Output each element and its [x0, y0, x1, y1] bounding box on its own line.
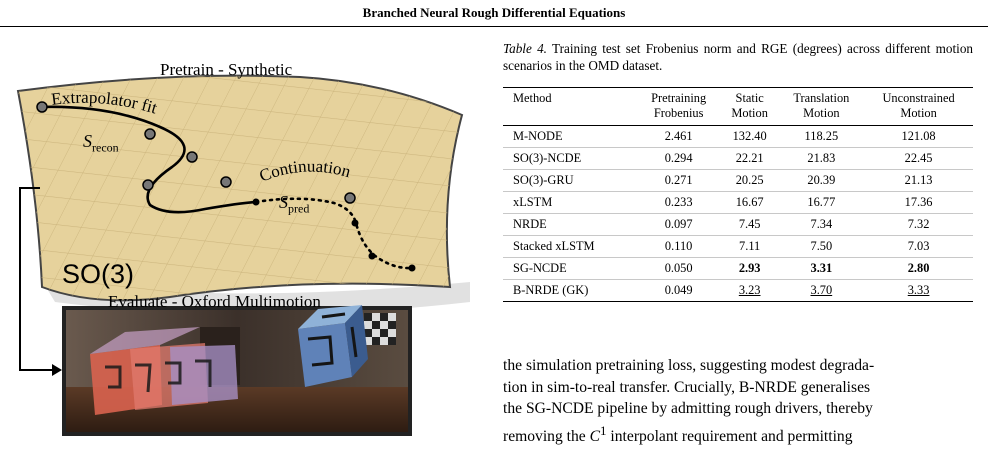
waypoint-marker [344, 192, 356, 204]
body-line: removing the C1 interpolant requirement … [503, 422, 853, 445]
oxford-multimotion-photo [62, 305, 412, 436]
table-caption: Table 4. Training test set Frobenius nor… [503, 40, 973, 74]
table-caption-text: Training test set Frobenius norm and RGE… [503, 41, 974, 73]
header-method: Method [503, 87, 637, 126]
so3-label: SO(3) [62, 259, 135, 289]
table-label: Table 4. [503, 41, 547, 56]
table-row: SG-NCDE 0.050 2.93 3.31 2.80 [503, 257, 973, 280]
s-pred-label: Spred [279, 192, 309, 217]
s-recon-symbol: S [83, 131, 92, 151]
running-header: Branched Neural Rough Differential Equat… [0, 0, 988, 27]
evaluate-title: Evaluate - Oxford Multimotion [108, 292, 321, 311]
prediction-marker [368, 252, 376, 260]
table-row: xLSTM 0.233 16.67 16.77 17.36 [503, 191, 973, 214]
table-row: M-NODE 2.461 132.40 118.25 121.08 [503, 125, 973, 148]
waypoint-marker [220, 176, 232, 188]
s-recon-label: Srecon [83, 131, 119, 156]
s-pred-subscript: pred [288, 201, 310, 216]
waypoint-marker [142, 179, 154, 191]
waypoint-marker [36, 101, 48, 113]
paper-title: Branched Neural Rough Differential Equat… [362, 5, 626, 20]
table-row: SO(3)-GRU 0.271 20.25 20.39 21.13 [503, 169, 973, 192]
table-section: Table 4. Training test set Frobenius nor… [503, 40, 973, 302]
body-line: the simulation pretraining loss, suggest… [503, 357, 875, 374]
table-row: NRDE 0.097 7.45 7.34 7.32 [503, 213, 973, 236]
pipeline-figure: Extrapolator fit Continuation [0, 27, 480, 472]
connector-line [19, 187, 52, 371]
prediction-marker [351, 219, 359, 227]
manifold-shadow [40, 277, 470, 315]
prediction-marker [408, 264, 416, 272]
body-line: tion in sim-to-real transfer. Crucially,… [503, 378, 871, 396]
s-recon-subscript: recon [92, 140, 119, 155]
recon-trajectory [39, 105, 257, 214]
body-paragraph: the simulation pretraining loss, suggest… [503, 355, 973, 447]
pred-trajectory [254, 197, 414, 270]
prediction-marker [252, 198, 260, 206]
table-row: SO(3)-NCDE 0.294 22.21 21.83 22.45 [503, 147, 973, 170]
figure-graphic: Extrapolator fit Continuation [16, 74, 470, 436]
connector-arrowhead [52, 364, 62, 376]
waypoint-marker [186, 151, 198, 163]
math-c1: C [589, 427, 601, 445]
table-row: Stacked xLSTM 0.110 7.11 7.50 7.03 [503, 235, 973, 258]
s-pred-symbol: S [279, 192, 288, 212]
waypoint-marker [144, 128, 156, 140]
table-row-highlight: B-NRDE (GK) 0.049 3.23 3.70 3.33 [503, 279, 973, 302]
body-line: the SG-NCDE pipeline by admitting rough … [503, 400, 873, 417]
pretrain-title: Pretrain - Synthetic [160, 60, 293, 79]
